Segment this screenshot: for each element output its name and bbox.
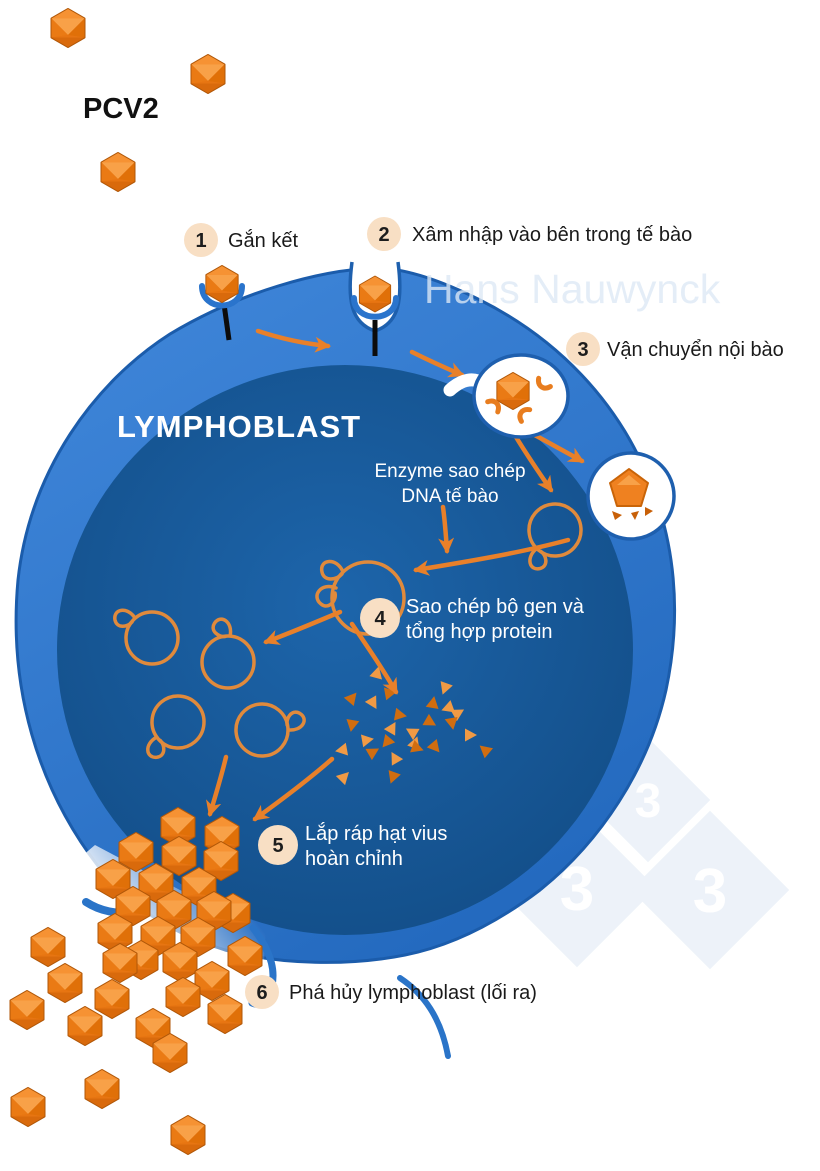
arrow-attach-to-entry — [255, 328, 331, 353]
receptor-stalk — [221, 303, 232, 341]
arrow-rolling-to-copies — [263, 609, 343, 645]
attachment-site — [199, 265, 245, 341]
step-label-line1: Lắp ráp hạt vius — [305, 822, 447, 845]
step-label: Vận chuyển nội bào — [607, 339, 784, 361]
step-badge — [184, 223, 218, 257]
step-number: 1 — [195, 230, 206, 252]
step-badge — [258, 825, 298, 865]
step-label: Gắn kết — [228, 229, 298, 252]
enzyme-label-line1: Enzyme sao chép — [374, 461, 525, 482]
nucleus — [57, 365, 633, 935]
virus-icon — [205, 265, 239, 303]
step-number: 5 — [272, 835, 283, 857]
disassembling-capsid-icon — [609, 468, 653, 520]
endosome — [443, 353, 570, 439]
logo-digit: 3 — [693, 857, 727, 926]
author-watermark: Hans Nauwynck — [424, 266, 721, 312]
step-5: 5 Lắp ráp hạt vius hoàn chỉnh — [258, 822, 447, 870]
uncoating-vesicle — [586, 451, 676, 541]
step-badge — [245, 975, 279, 1009]
enzyme-label-line2: DNA tế bào — [401, 486, 498, 507]
step-label-line2: tổng hợp protein — [406, 621, 553, 643]
arrow-enzyme-to-rolling — [438, 504, 455, 554]
step-number: 4 — [374, 608, 386, 630]
step-6: 6 Phá hủy lymphoblast (lối ra) — [245, 975, 537, 1009]
step-badge — [367, 217, 401, 251]
step-badge — [566, 332, 600, 366]
arrow-copies-to-assembly — [205, 754, 229, 817]
virus-icon — [358, 275, 392, 313]
arrow-proteins-to-assembly — [252, 756, 335, 822]
arrow-entry-to-endosome — [409, 349, 465, 378]
step-label-line1: Sao chép bộ gen và — [406, 596, 585, 618]
step-3: 3 Vận chuyển nội bào — [566, 332, 784, 366]
step-label-line2: hoàn chỉnh — [305, 848, 403, 870]
enzyme-label: Enzyme sao chép DNA tế bào — [374, 461, 525, 507]
page-title: PCV2 — [83, 93, 159, 125]
step-4: 4 Sao chép bộ gen và tổng hợp protein — [360, 596, 585, 643]
arrow-dna-to-rolling — [413, 537, 571, 576]
step-badge — [360, 598, 400, 638]
membrane-tail — [397, 975, 451, 1059]
receptor-icon — [199, 283, 245, 309]
logo-digit: 3 — [635, 775, 662, 828]
step-number: 6 — [256, 982, 267, 1004]
step-label: Xâm nhập vào bên trong tế bào — [412, 224, 692, 246]
step-label: Phá hủy lymphoblast (lối ra) — [289, 982, 537, 1004]
entry-pit — [348, 261, 402, 356]
receptor-icon — [351, 295, 399, 320]
virus-icon — [496, 372, 530, 410]
lymphoblast-cell — [14, 266, 677, 1065]
step-1: 1 Gắn kết — [184, 223, 298, 257]
step-number: 2 — [378, 224, 389, 246]
arrow-rolling-to-proteins — [349, 621, 399, 695]
step-number: 3 — [577, 339, 588, 361]
step-2: 2 Xâm nhập vào bên trong tế bào — [367, 217, 692, 251]
cell-label: LYMPHOBLAST — [117, 409, 361, 444]
